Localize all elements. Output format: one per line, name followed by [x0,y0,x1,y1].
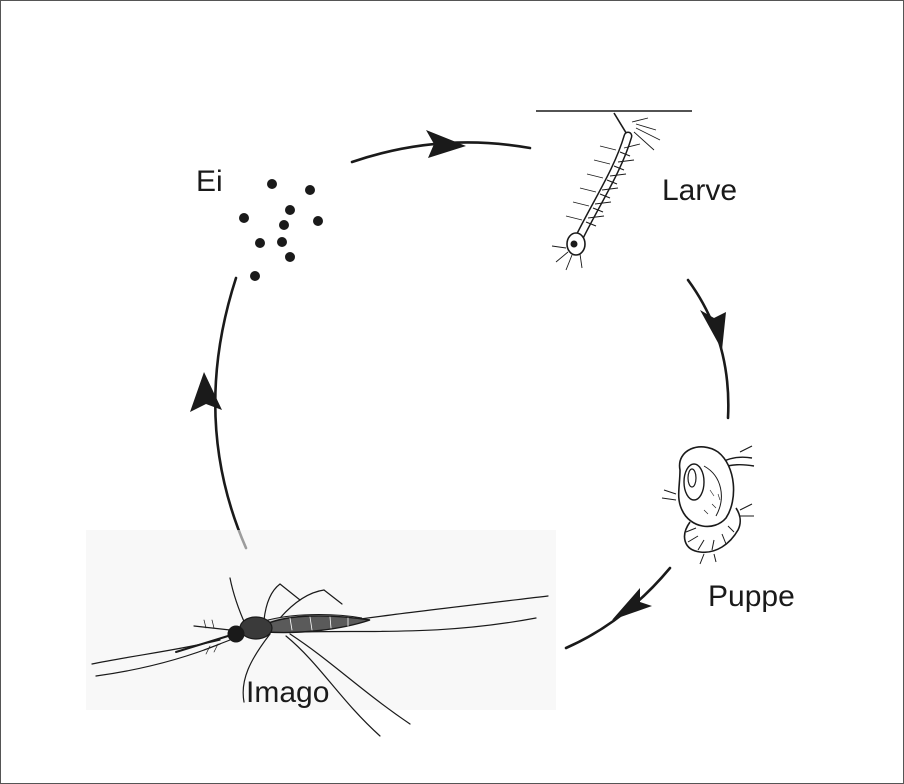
stage-label-ei: Ei [196,167,223,197]
egg-dot [267,179,277,189]
egg-dot [255,238,265,248]
egg-dot [285,205,295,215]
egg-dot [279,220,289,230]
pupa-illustration [662,446,754,564]
egg-dot [285,252,295,262]
egg-dot [277,237,287,247]
arrow-imago-to-ei [215,278,246,548]
stage-label-larve: Larve [662,176,737,206]
egg-dot [305,185,315,195]
egg-dot [313,216,323,226]
eggs-cluster [239,179,323,281]
egg-dot [239,213,249,223]
arrow-puppe-to-imago [566,568,670,648]
egg-dot [250,271,260,281]
arrow-larve-to-puppe [688,280,728,418]
stage-label-puppe: Puppe [708,582,795,612]
stage-label-imago: Imago [246,678,329,708]
arrowhead-larve-puppe [700,310,726,350]
